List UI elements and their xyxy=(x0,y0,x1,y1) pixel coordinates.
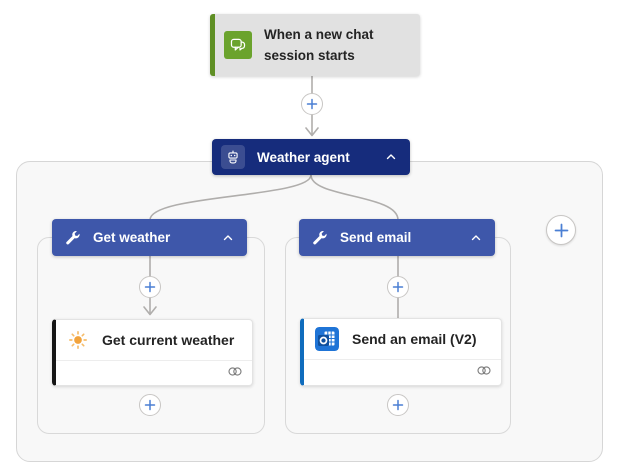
connection-icon xyxy=(476,363,492,381)
action-card-get-current-weather[interactable]: Get current weather xyxy=(52,319,253,386)
connection-icon xyxy=(227,364,243,382)
insert-step-button-top[interactable] xyxy=(301,93,323,115)
outlook-icon xyxy=(315,327,339,351)
tool-card-get-weather[interactable]: Get weather xyxy=(52,219,247,256)
action-card-status-row xyxy=(56,361,252,384)
insert-action-button-send-email[interactable] xyxy=(387,276,409,298)
action-card-status-row xyxy=(304,360,501,383)
collapse-send-email-button[interactable] xyxy=(465,227,487,249)
bot-icon xyxy=(221,145,245,169)
trigger-label: When a new chat session starts xyxy=(264,27,374,63)
action-card-title-row: Send an email (V2) xyxy=(304,319,501,360)
chevron-up-icon xyxy=(386,154,396,160)
action-card-send-an-email-v2[interactable]: Send an email (V2) xyxy=(300,318,502,386)
chat-bubbles-icon xyxy=(224,31,252,59)
wrench-icon xyxy=(312,230,327,245)
collapse-agent-button[interactable] xyxy=(380,146,402,168)
trigger-card[interactable]: When a new chat session starts xyxy=(210,14,420,76)
action-label: Get current weather xyxy=(102,332,235,348)
sun-icon xyxy=(67,329,89,351)
chevron-up-icon xyxy=(223,234,233,240)
insert-action-button-get-weather[interactable] xyxy=(139,276,161,298)
wrench-icon xyxy=(65,230,80,245)
add-tool-button[interactable] xyxy=(546,215,576,245)
chevron-up-icon xyxy=(471,234,481,240)
add-action-button-get-weather-bottom[interactable] xyxy=(139,394,161,416)
tool-card-send-email[interactable]: Send email xyxy=(299,219,495,256)
add-action-button-send-email-bottom[interactable] xyxy=(387,394,409,416)
agent-label: Weather agent xyxy=(257,149,350,165)
action-label: Send an email (V2) xyxy=(352,331,477,347)
action-card-title-row: Get current weather xyxy=(56,320,252,361)
tool-label: Send email xyxy=(340,230,412,245)
agent-card[interactable]: Weather agent xyxy=(212,139,410,175)
collapse-get-weather-button[interactable] xyxy=(217,227,239,249)
tool-label: Get weather xyxy=(93,230,171,245)
